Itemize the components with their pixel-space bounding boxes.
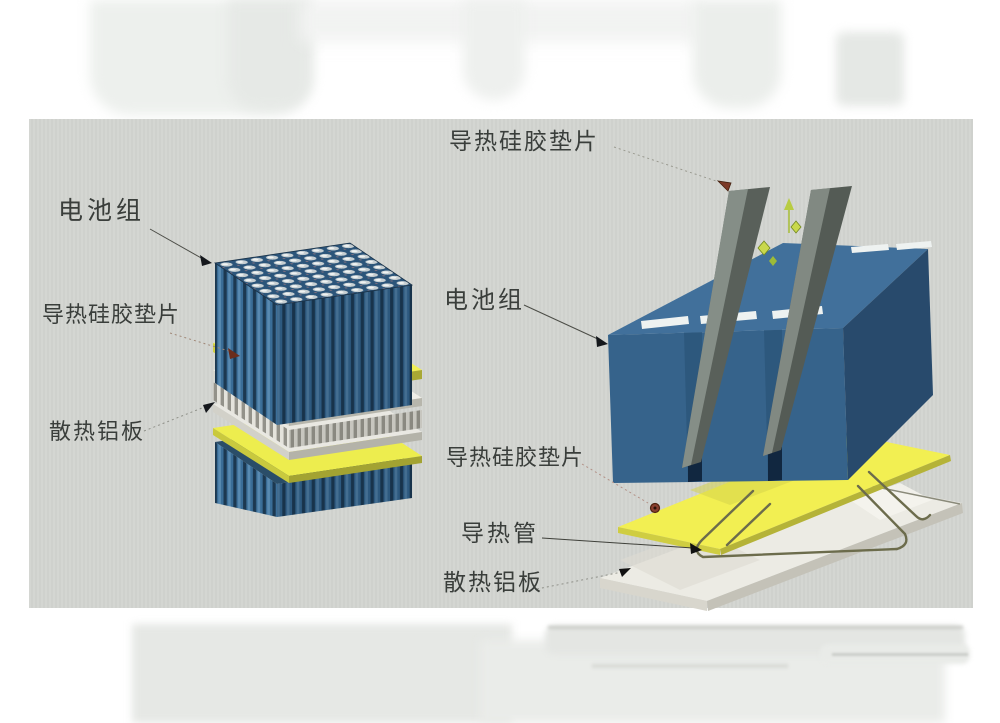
gizmo-diamond-2 [757,240,771,256]
alu-plate-front-edge [600,578,707,611]
label-battery-pack-right: 电池组 [444,286,525,314]
leader-battery-right [523,304,601,341]
top-block-front-left-face [215,263,277,425]
gizmo-arrow-head [784,198,794,210]
leader-battery-left [149,228,204,260]
right-assembly [600,186,963,611]
box-top-face [608,243,928,335]
top-block-front-right-face [277,285,412,425]
heat-pipe-run-3 [856,484,908,551]
fins-left-band [213,382,289,448]
alu-plate-patch-2 [850,483,932,520]
top-block-shade [277,285,412,425]
bottom-block-shade [277,464,412,517]
arrow-battery-left [200,255,212,266]
label-thermal-pad-left: 导热硅胶垫片 [42,303,181,328]
terminal-strip-5 [896,241,932,250]
arrow-pad-left [228,348,240,359]
left-top-battery-block [213,242,414,425]
gizmo-diamond-3 [769,256,777,266]
box-right-face [843,249,933,480]
box-cell-gap-2-dark [768,447,782,481]
heat-pipe-run-4 [867,470,932,521]
label-thermal-pad-top: 导热硅胶垫片 [449,129,599,155]
marker-pad-right-dot [653,506,657,510]
leader-pad-left [169,332,233,353]
label-thermal-pad-right: 导热硅胶垫片 [446,446,585,471]
top-block-cell-grid-face [213,242,414,306]
label-aluminum-plate-right: 散热铝板 [443,570,543,596]
arrow-alu-left [203,402,215,413]
pad2-right-edge [289,456,422,483]
leader-lines [143,146,732,590]
blade-1-edge-highlight [682,189,748,468]
left-heatsink-fins [213,382,422,448]
thermal-blades [682,186,852,468]
bottom-block-front-right-face [277,464,412,517]
fins-right-band [289,410,422,448]
right-pad-top-face [618,434,950,549]
arrow-battery-right [596,336,608,347]
alu-plate-right-edge [707,503,963,611]
gizmo-diamond-1 [790,220,802,234]
blade-2-edge-highlight [763,188,830,456]
arrow-heat-pipe [690,543,702,554]
marker-pad-top [716,180,732,192]
label-heat-pipe: 导热管 [461,521,539,547]
heat-pipe-run-2 [725,502,772,547]
label-aluminum-plate-left: 散热铝板 [49,420,146,445]
leader-alu-left [143,405,208,432]
right-pad-right-edge [720,455,951,555]
arrow-alu-right [619,568,631,577]
fins-right-shade [289,410,422,448]
bottom-block-front-left-face [215,442,277,517]
label-battery-pack-left: 电池组 [58,196,146,225]
terminal-strip-1 [641,316,689,329]
gizmo-axis-marker [757,198,802,266]
leader-heat-pipe [541,537,694,549]
plateB-left-edge [213,404,289,460]
pad2-left-edge [213,428,289,483]
terminal-strip-4 [851,244,889,253]
leader-pad-top [613,146,717,182]
left-assembly [213,242,422,517]
plateB-right-edge [289,432,422,460]
